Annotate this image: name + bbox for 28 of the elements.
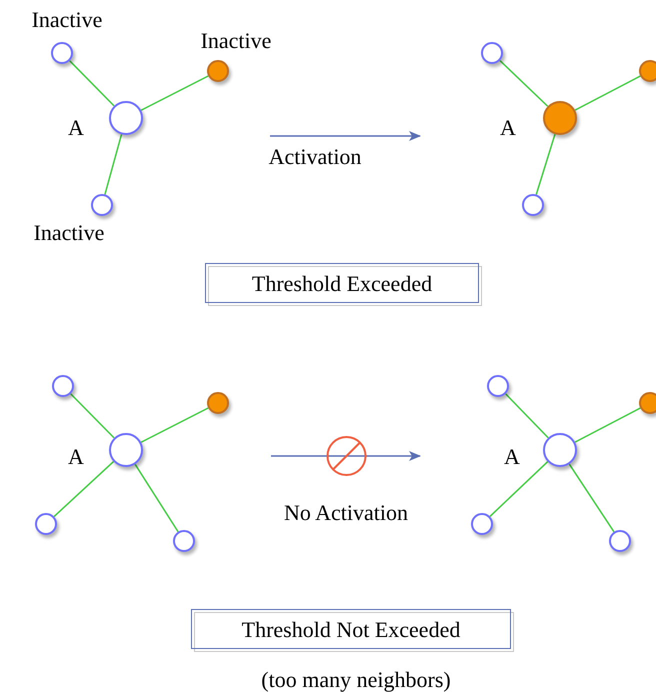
edge-line [505,393,549,438]
edge-line [140,75,209,111]
edge-line [140,407,209,443]
arrow [270,131,421,141]
edge-label: No Activation [284,502,408,524]
threshold-box: Threshold Not Exceeded [191,609,511,649]
arrow [271,451,421,461]
node-caption: Inactive [34,222,104,244]
node-caption: A [68,446,84,468]
edge-line [568,464,615,532]
edge-line [574,75,641,111]
edge-line [574,407,641,443]
node-caption: A [500,117,516,139]
edge-line [134,464,179,532]
edge-line [69,60,115,106]
note-text: (too many neighbors) [261,669,451,691]
threshold-box: Threshold Exceeded [205,263,479,303]
node-caption: A [504,446,520,468]
node-caption: A [68,117,84,139]
edge-line [489,461,548,517]
edge-line [536,134,556,195]
edge-line [54,461,114,518]
edge-label: Activation [268,146,362,168]
edge-line [70,393,115,438]
node-caption: Inactive [32,9,102,31]
edge-line [499,60,548,107]
edge-line [104,134,122,195]
node-caption: Inactive [200,30,272,52]
